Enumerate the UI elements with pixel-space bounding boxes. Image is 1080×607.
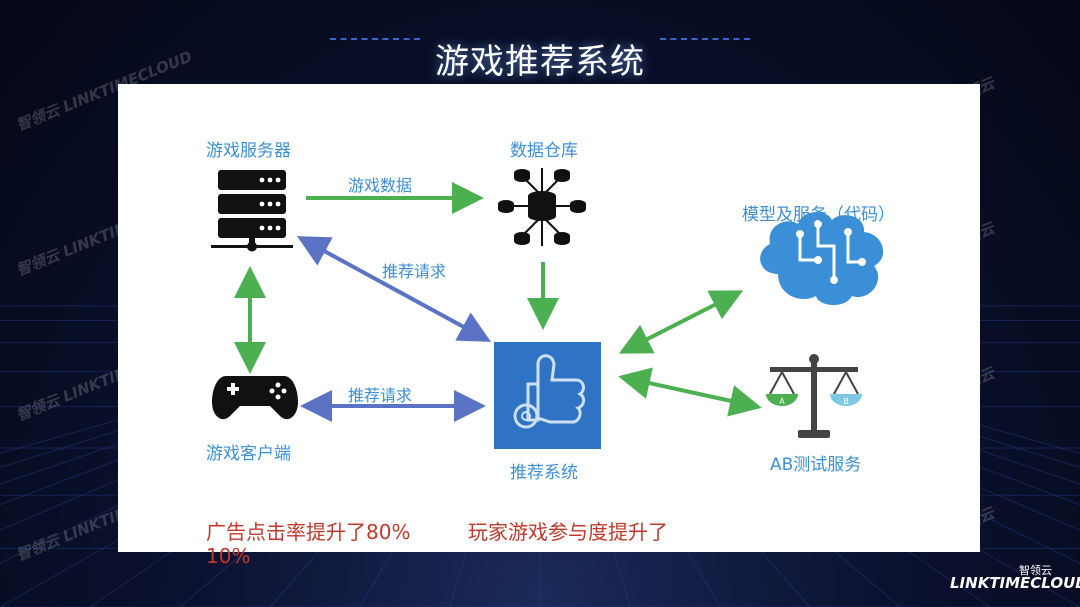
result-engagement: 玩家游戏参与度提升了 — [468, 520, 668, 544]
database-cluster-icon — [498, 168, 586, 246]
logo-cn: 智领云 — [1019, 564, 1052, 577]
arrow-server-recommend — [296, 236, 492, 342]
ab-label-b: B — [843, 397, 849, 406]
slide-title: 游戏推荐系统 — [435, 42, 645, 82]
node-label-data-warehouse: 数据仓库 — [510, 141, 578, 161]
node-label-game-server: 游戏服务器 — [206, 141, 291, 161]
server-icon — [211, 170, 293, 252]
balance-scale-icon: A B — [766, 354, 862, 438]
node-label-ab-test: AB测试服务 — [770, 455, 862, 475]
node-label-game-client: 游戏客户端 — [206, 444, 291, 464]
thumbs-up-gear-icon — [494, 342, 601, 449]
title-dashed-line-right — [660, 38, 750, 40]
edge-label-request-client: 推荐请求 — [348, 386, 413, 405]
arrow-recommend-model — [618, 290, 744, 354]
result-ad-ctr: 广告点击率提升了80% — [206, 520, 411, 544]
edge-label-request-server: 推荐请求 — [382, 262, 447, 281]
gamepad-icon — [212, 376, 298, 420]
title-dashed-line-left — [330, 38, 420, 40]
diagram-panel: A B 游戏服务器 数据仓库 模型及服务（代码） 推荐系统 游戏客户端 AB测试… — [118, 84, 980, 552]
edge-label-game-data: 游戏数据 — [348, 176, 413, 195]
result-engagement-overflow: 10% — [206, 544, 251, 568]
logo-en: LINKTIMECLOUD — [950, 574, 1080, 592]
ab-label-a: A — [779, 397, 785, 406]
node-label-recommend-system: 推荐系统 — [510, 463, 578, 483]
diagram-canvas: A B — [211, 168, 884, 449]
node-label-model-service: 模型及服务（代码） — [742, 205, 895, 225]
company-logo: 智领云 LINKTIMECLOUD — [950, 562, 1080, 598]
brain-circuit-icon — [760, 212, 884, 306]
arrow-recommend-abtest — [618, 367, 762, 417]
